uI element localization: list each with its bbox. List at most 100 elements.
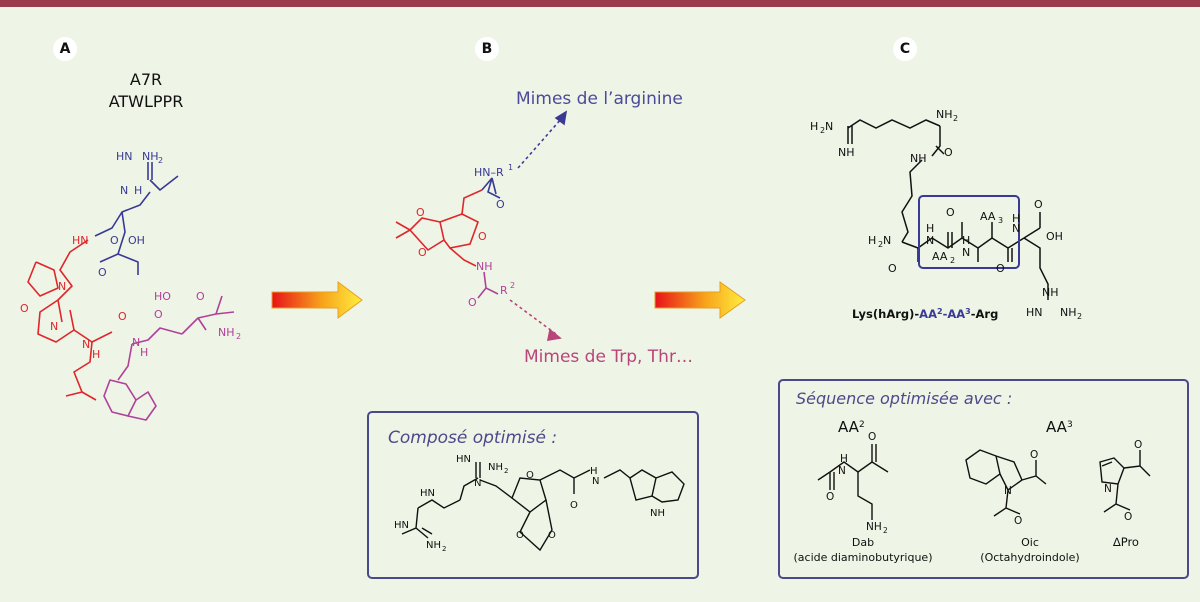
- atom-label: O: [118, 310, 127, 323]
- panel-c-atom-labels: H 2 N NH NH 2 NH O H 2 N O H N O AA 2 H …: [810, 108, 1082, 321]
- aa2-column-heading: AA2: [838, 418, 865, 436]
- optimized-compound-labels: HN NH 2 N HN HN NH 2 O O O O H N NH: [394, 454, 665, 553]
- optimized-compound-title: Composé optimisé :: [388, 428, 557, 448]
- atom-label: 2: [504, 467, 508, 475]
- atom-label: N: [120, 184, 128, 197]
- atom-label: H: [92, 348, 100, 361]
- atom-label: 2: [1077, 312, 1082, 321]
- oic-full-name: (Octahydroindole): [980, 551, 1079, 564]
- atom-label: HO: [154, 290, 171, 303]
- atom-label: NH: [1060, 306, 1077, 319]
- atom-label: HN: [420, 488, 435, 499]
- atom-label: HN: [72, 234, 89, 247]
- atom-label: 2: [158, 156, 163, 165]
- atom-label: 2: [950, 256, 955, 265]
- atom-label: O: [478, 230, 487, 243]
- atom-label: O: [110, 234, 119, 247]
- atom-label: 2: [442, 545, 446, 553]
- atom-label: H: [810, 120, 818, 133]
- atom-label: O: [416, 206, 425, 219]
- atom-label: R: [500, 284, 508, 297]
- panel-b-scaffold: [395, 110, 568, 341]
- optimized-compound-box: [367, 411, 699, 579]
- atom-label: O: [516, 530, 524, 541]
- atom-label: O: [996, 262, 1005, 275]
- panel-a-atom-labels: HN NH 2 H N HN O OH O N O N H N O H N O …: [20, 150, 241, 361]
- atom-label: 2: [953, 114, 958, 123]
- atom-label: H: [926, 222, 934, 235]
- atom-label: O: [468, 296, 477, 309]
- atom-label: N: [1104, 483, 1112, 495]
- atom-label: NH: [910, 152, 927, 165]
- panel-b-badge: B: [475, 37, 499, 61]
- atom-label: O: [496, 198, 505, 211]
- optimized-sequence-box: [778, 379, 1189, 579]
- atom-label: HN–R: [474, 166, 504, 179]
- atom-label: NH: [866, 521, 882, 533]
- atom-label: O: [868, 431, 876, 443]
- atom-label: N: [883, 234, 891, 247]
- atom-label: NH: [1042, 286, 1059, 299]
- peptide-sequence: ATWLPPR: [108, 92, 184, 111]
- box-c-atom-labels: H N O O NH 2 N O O N O O: [826, 431, 1142, 535]
- peptide-name: A7R: [129, 70, 163, 89]
- atom-label: O: [1014, 515, 1022, 527]
- arrow-a-to-b: [271, 281, 363, 319]
- atom-label: O: [1030, 449, 1038, 461]
- atom-label: OH: [1046, 230, 1063, 243]
- delta-pro-structure: [1099, 450, 1151, 513]
- sequence-formula: Lys(hArg)-AA2-AA3-Arg: [852, 307, 998, 322]
- panel-b-atom-labels: O O O HN–R 1 O NH R 2 O: [416, 163, 515, 309]
- dab-name: Dab: [852, 536, 874, 549]
- atom-label: H: [590, 466, 598, 477]
- atom-label: 2: [883, 526, 888, 535]
- atom-label: 1: [508, 163, 513, 172]
- optimized-sequence-title: Séquence optimisée avec :: [796, 389, 1012, 408]
- atom-label: 2: [236, 332, 241, 341]
- atom-label: AA: [932, 250, 948, 263]
- atom-label: NH: [218, 326, 235, 339]
- atom-label: NH: [936, 108, 953, 121]
- atom-label: OH: [128, 234, 145, 247]
- variable-residues-highlight: [918, 195, 1020, 269]
- atom-label: H: [868, 234, 876, 247]
- atom-label: NH: [838, 146, 855, 159]
- atom-label: N: [82, 338, 90, 351]
- header-bar: [0, 0, 1200, 7]
- atom-label: H: [840, 453, 848, 465]
- atom-label: NH: [142, 150, 159, 163]
- atom-label: NH: [476, 260, 493, 273]
- atom-label: O: [1124, 511, 1132, 523]
- atom-label: N: [825, 120, 833, 133]
- atom-label: O: [154, 308, 163, 321]
- atom-label: O: [944, 146, 953, 159]
- atom-label: N: [1004, 485, 1012, 497]
- atom-label: O: [98, 266, 107, 279]
- atom-label: N: [50, 320, 58, 333]
- atom-label: N: [1012, 222, 1020, 235]
- atom-label: 2: [510, 281, 515, 290]
- atom-label: H: [962, 234, 970, 247]
- atom-label: NH: [650, 508, 665, 519]
- panel-c-structure: [847, 119, 1049, 300]
- dab-structure: [817, 444, 889, 520]
- atom-label: O: [570, 500, 578, 511]
- atom-label: O: [548, 530, 556, 541]
- atom-label: HN: [1026, 306, 1043, 319]
- atom-label: O: [196, 290, 205, 303]
- atom-label: N: [132, 336, 140, 349]
- optimized-compound-structure: [401, 462, 685, 552]
- atom-label: H: [1012, 212, 1020, 225]
- atom-label: HN: [394, 520, 409, 531]
- oic-name: Oic: [1021, 536, 1039, 549]
- arrow-b-to-c: [654, 281, 746, 319]
- atom-label: N: [962, 246, 970, 259]
- arginine-mimics-label: Mimes de l’arginine: [516, 89, 683, 109]
- delta-pro-name: ∆Pro: [1112, 535, 1139, 549]
- panel-c-badge: C: [893, 37, 917, 61]
- atom-label: H: [140, 346, 148, 359]
- atom-label: N: [474, 478, 481, 489]
- panel-a-structure: [27, 162, 235, 421]
- atom-label: NH: [488, 462, 503, 473]
